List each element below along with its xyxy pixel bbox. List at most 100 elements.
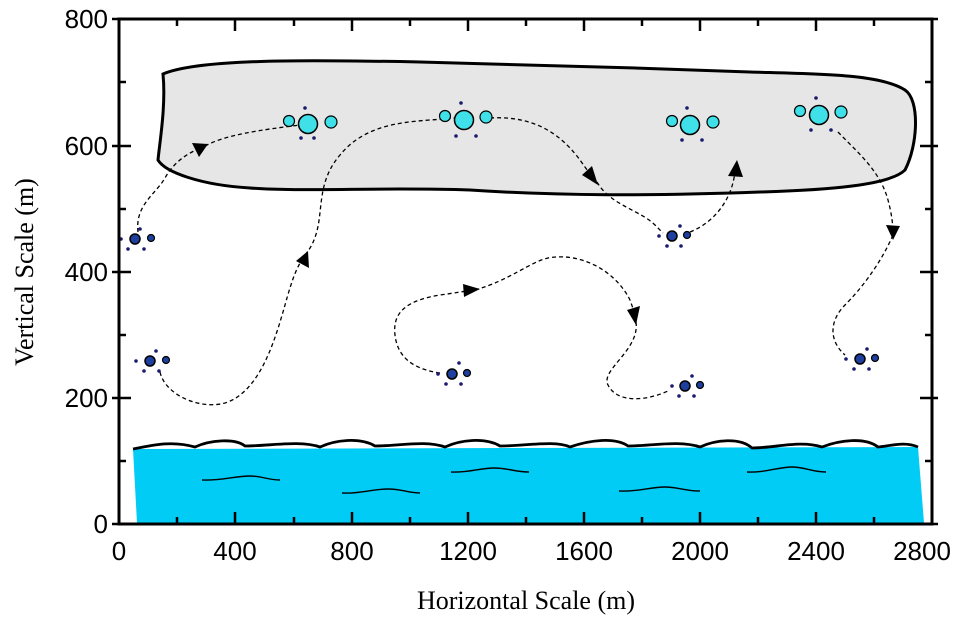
particle (685, 106, 689, 110)
particle (126, 247, 130, 251)
cloud-droplet-cluster (438, 101, 493, 138)
aerosol-particle (854, 353, 866, 365)
arrowhead (728, 160, 743, 177)
x-tick-label: 1600 (555, 536, 613, 566)
trajectory-path (474, 256, 637, 323)
particle (665, 244, 669, 248)
particle (436, 372, 440, 376)
arrowheads (192, 143, 900, 325)
particle (142, 247, 146, 251)
y-axis-title: Vertical Scale (m) (10, 178, 39, 366)
arrowhead (296, 251, 309, 268)
cloud-droplet (297, 113, 319, 135)
x-axis-labels: 0 400 800 1200 1600 2000 2400 2800 (112, 536, 951, 566)
cloud-droplet (282, 114, 296, 128)
aerosol-particle (146, 233, 156, 243)
y-tick-label: 0 (94, 509, 108, 539)
aerosol-particle (129, 233, 141, 245)
x-tick-label: 0 (112, 536, 126, 566)
cloud-droplet (793, 104, 807, 118)
x-tick-label: 1200 (439, 536, 497, 566)
cloud-droplet (679, 114, 701, 136)
cloud-droplet-cluster (282, 106, 338, 140)
aerosol-cluster (134, 349, 171, 373)
particle (138, 227, 142, 231)
arrowhead (582, 166, 598, 185)
arrowhead (886, 225, 900, 240)
trajectory-path (394, 289, 476, 374)
x-tick-label: 2800 (893, 536, 951, 566)
ocean-body (133, 447, 924, 523)
y-tick-label: 600 (65, 131, 108, 161)
trajectory-path (159, 254, 306, 406)
y-tick-label: 800 (65, 4, 108, 34)
x-axis-title: Horizontal Scale (m) (417, 586, 635, 615)
particle (690, 374, 694, 378)
particle (134, 359, 138, 363)
x-tick-label: 800 (330, 536, 373, 566)
particle (444, 382, 448, 386)
aerosol-particle (682, 230, 692, 240)
y-tick-label: 400 (65, 257, 108, 287)
x-tick-label: 2000 (671, 536, 729, 566)
aerosol-particle (446, 368, 458, 380)
trajectory-path (606, 321, 671, 400)
aerosol-particle (462, 368, 472, 378)
particle (700, 138, 704, 142)
particle (678, 224, 682, 228)
particle (457, 361, 461, 365)
cloud-droplet (438, 109, 452, 123)
ocean-ripple (746, 466, 827, 473)
aerosol-particle (870, 353, 880, 363)
trajectory-path (832, 234, 894, 356)
arrowhead (627, 306, 640, 325)
y-axis-labels: 0 200 400 600 800 (65, 4, 108, 539)
aerosol-particle (144, 355, 156, 367)
particle (670, 384, 674, 388)
particle (680, 138, 684, 142)
cloud-droplet (479, 110, 493, 124)
cloud-droplet (834, 105, 848, 119)
ocean-wave-crests (132, 439, 919, 451)
particle (303, 106, 307, 110)
cloud-droplet-cluster (793, 96, 848, 132)
particle (299, 136, 303, 140)
aerosol-cluster (436, 361, 472, 386)
particle (312, 136, 316, 140)
particle (844, 357, 848, 361)
aerosol-cluster (844, 347, 880, 371)
trajectories (137, 117, 894, 406)
particle (865, 347, 869, 351)
cloud-droplet (453, 109, 475, 131)
arrowhead (463, 284, 480, 297)
cloud-droplet (808, 104, 830, 126)
y-tick-label: 200 (65, 383, 108, 413)
particle (154, 349, 158, 353)
y-axis-ticks (112, 17, 938, 526)
ocean-ripple (341, 488, 421, 494)
trajectory-path (596, 181, 664, 234)
particle (809, 128, 813, 132)
particle (454, 134, 458, 138)
aerosol-particle (695, 380, 705, 390)
ocean-ripple (450, 467, 530, 473)
aerosol-particle (666, 230, 678, 242)
cloud-droplet (706, 115, 720, 129)
aerosol-particle (161, 355, 171, 365)
particle (814, 96, 818, 100)
aerosol-cluster (119, 227, 156, 251)
trajectory-path (304, 117, 456, 256)
particle (829, 128, 833, 132)
cloud-droplet (665, 114, 679, 128)
particle (692, 394, 696, 398)
particle (657, 234, 661, 238)
ocean-ripple (618, 486, 701, 492)
x-tick-label: 400 (213, 536, 256, 566)
aerosol-particle (679, 380, 691, 392)
particle (459, 101, 463, 105)
ocean (132, 439, 924, 523)
particle (679, 244, 683, 248)
particle (677, 394, 681, 398)
particle (867, 367, 871, 371)
